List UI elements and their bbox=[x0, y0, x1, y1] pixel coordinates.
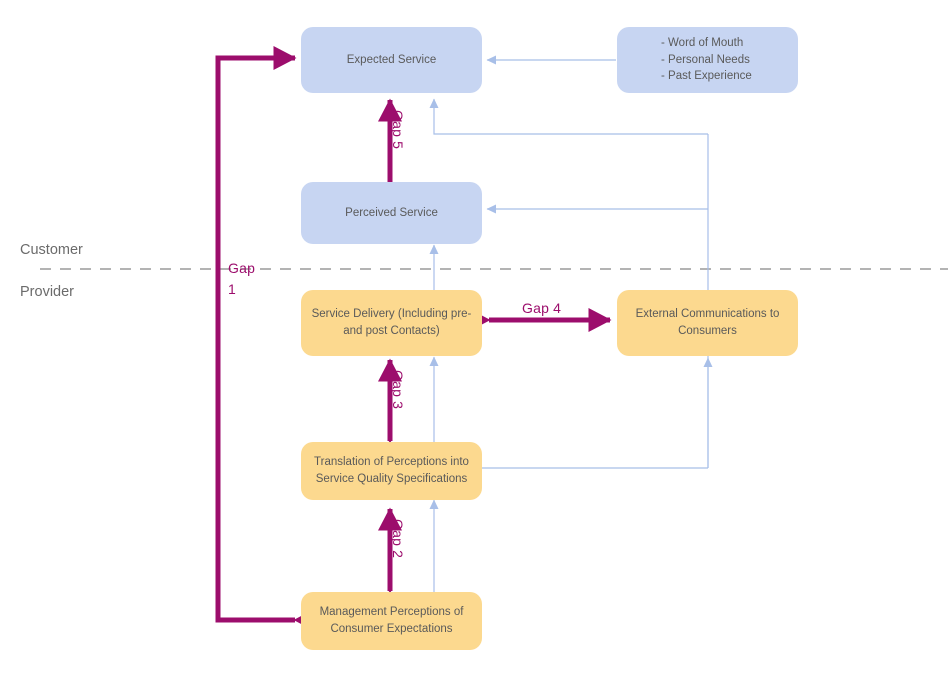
service-delivery-line-1: Service Delivery (Including pre- bbox=[311, 308, 472, 321]
side-label-customer: Customer bbox=[20, 242, 83, 258]
management-perceptions-line-2: Consumer Expectations bbox=[330, 623, 453, 635]
influences-line-2: - Personal Needs bbox=[661, 53, 750, 66]
side-label-provider: Provider bbox=[20, 284, 74, 300]
gap-1-arrow bbox=[215, 46, 317, 632]
translation-line-1: Translation of Perceptions into bbox=[314, 456, 469, 469]
node-perceived-service-label: Perceived Service bbox=[345, 206, 438, 219]
node-expected-service[interactable]: Expected Service bbox=[301, 27, 482, 93]
influences-line-1: - Word of Mouth bbox=[661, 36, 744, 49]
gap-2-label: Gap 2 bbox=[390, 519, 406, 559]
node-translation[interactable]: Translation of Perceptions into Service … bbox=[301, 442, 482, 500]
node-external-communications[interactable]: External Communications to Consumers bbox=[617, 290, 798, 356]
gap-1-label: Gap 1 bbox=[228, 258, 268, 300]
gap-3-label: Gap 3 bbox=[390, 370, 406, 410]
node-management-perceptions[interactable]: Management Perceptions of Consumer Expec… bbox=[301, 592, 482, 650]
external-communications-line-1: External Communications to bbox=[635, 308, 780, 321]
gap-1-label-line-1: Gap bbox=[228, 260, 256, 276]
node-perceived-service[interactable]: Perceived Service bbox=[301, 182, 482, 244]
flow-external-to-expected bbox=[429, 98, 708, 135]
node-service-delivery[interactable]: Service Delivery (Including pre- and pos… bbox=[301, 290, 482, 356]
gap-1-label-line-2: 1 bbox=[228, 281, 236, 297]
management-perceptions-line-1: Management Perceptions of bbox=[319, 606, 464, 619]
gap-5-label: Gap 5 bbox=[390, 110, 406, 150]
node-expected-service-label: Expected Service bbox=[346, 53, 437, 66]
translation-line-2: Service Quality Specifications bbox=[315, 473, 468, 485]
gap-4-label: Gap 4 bbox=[522, 300, 562, 316]
service-delivery-line-2: and post Contacts) bbox=[343, 325, 440, 337]
node-influences[interactable]: - Word of Mouth - Personal Needs - Past … bbox=[617, 27, 798, 93]
external-communications-line-2: Consumers bbox=[678, 325, 737, 337]
influences-line-3: - Past Experience bbox=[661, 70, 752, 83]
